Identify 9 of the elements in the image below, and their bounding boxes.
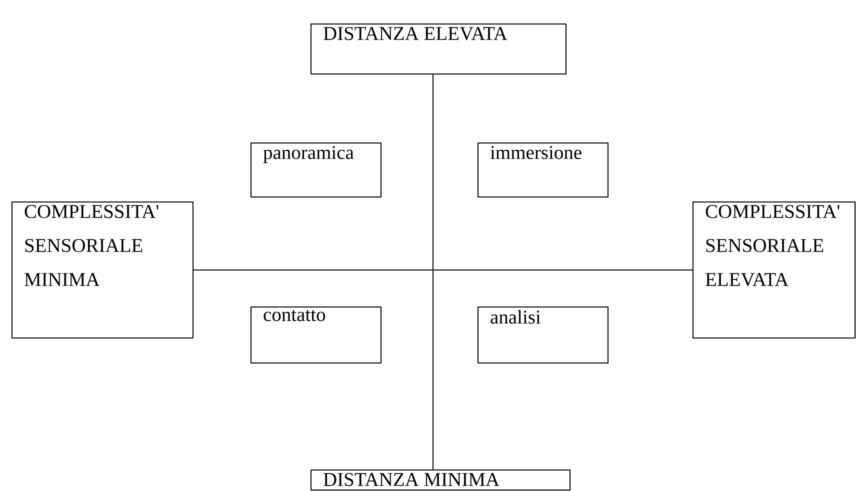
quadrant-box: panoramica (250, 142, 382, 198)
quadrant-box: immersione (478, 142, 608, 198)
axis-line (432, 74, 434, 470)
title-box: DISTANZA MINIMA (310, 470, 570, 490)
axis-end-box: COMPLESSITA' SENSORIALE ELEVATA (692, 202, 856, 338)
quadrant-box: contatto (250, 306, 382, 364)
title-box: DISTANZA ELEVATA (310, 24, 566, 74)
axis-end-box: COMPLESSITA' SENSORIALE MINIMA (12, 202, 194, 338)
quadrant-box: analisi (478, 306, 608, 364)
